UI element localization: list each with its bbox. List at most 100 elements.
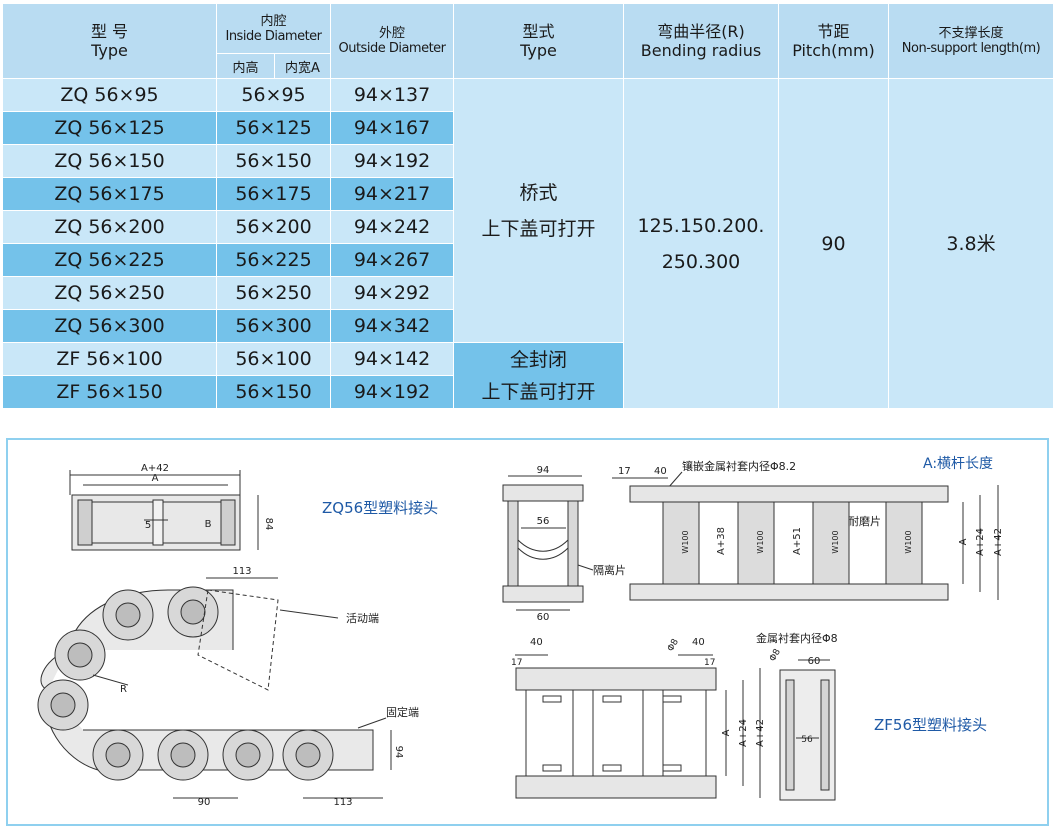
cell-outer: 94×217 [330, 177, 454, 211]
dim-a24-right: A+24 [975, 528, 986, 556]
cell-type: ZQ 56×175 [2, 177, 217, 211]
cell-outer: 94×137 [330, 78, 454, 112]
bushing-note: 金属衬套内径Φ8 [756, 631, 838, 645]
dim-40: 40 [654, 466, 667, 477]
dim-a-zf: A [721, 729, 732, 736]
dim-60-zq: 60 [537, 612, 550, 623]
zf-end-view: 金属衬套内径Φ8 60 Φ8 56 [756, 631, 838, 801]
cell-outer: 94×267 [330, 243, 454, 277]
dim-84: 84 [263, 518, 274, 531]
table-row: ZQ 56×150 56×150 94×192 [2, 144, 1054, 178]
dim-94: 94 [537, 465, 550, 476]
cell-inner: 56×175 [216, 177, 331, 211]
dim-a-right: A [958, 538, 969, 545]
cell-outer: 94×142 [330, 342, 454, 376]
dim-56-zf: 56 [801, 735, 813, 745]
insert-note: 镶嵌金属衬套内径Φ8.2 [682, 459, 796, 473]
cell-inner: 56×95 [216, 78, 331, 112]
dim-17-zf: 17 [511, 658, 522, 668]
header-inner-height: 内高 [216, 53, 275, 79]
dim-a42: A+42 [141, 463, 169, 474]
cell-inner: 56×225 [216, 243, 331, 277]
table-row: ZQ 56×250 56×250 94×292 [2, 276, 1054, 310]
cell-inner: 56×150 [216, 144, 331, 178]
dim-b: B [205, 519, 212, 530]
cell-bending-radius: 125.150.200.250.300 [623, 78, 779, 409]
wear-pad-label: 耐磨片 [848, 515, 881, 528]
table-row: ZF 56×100 56×100 94×142 全封闭上下盖可打开 [2, 342, 1054, 409]
table-row: ZQ 56×125 56×125 94×167 [2, 111, 1054, 145]
zf-plan-view: 40 17 40 17 Φ8 A A+24 A+42 [511, 637, 766, 799]
zq-top-view: A+42 A 5 B 84 [69, 463, 274, 551]
cell-inner: 56×100 [216, 342, 331, 376]
cell-type: ZF 56×100 [2, 342, 217, 376]
cell-type: ZQ 56×95 [2, 78, 217, 112]
legend-a: A:横杆长度 [923, 456, 993, 472]
cell-inner: 56×250 [216, 276, 331, 310]
dim-phi8-end: Φ8 [768, 647, 783, 663]
cell-form-closed: 全封闭上下盖可打开 [453, 342, 624, 409]
w100-label: W100 [681, 530, 690, 553]
technical-drawing-panel: A+42 A 5 B 84 ZQ56型塑料接头 113 [6, 438, 1049, 826]
chain-side-view: 113 活动端 R 固定端 94 90 113 [37, 566, 419, 808]
dim-a38: A+38 [716, 527, 727, 555]
cell-outer: 94×242 [330, 210, 454, 244]
dim-94-vertical: 94 [393, 746, 404, 759]
cell-type: ZQ 56×225 [2, 243, 217, 277]
w100-label: W100 [831, 530, 840, 553]
cell-support-length: 3.8米 [888, 78, 1054, 409]
fixed-end-label: 固定端 [386, 705, 419, 719]
dim-90: 90 [198, 797, 211, 808]
header-bend: 弯曲半径(R)Bending radius [623, 3, 779, 79]
zq-plan-view: 17 40 镶嵌金属衬套内径Φ8.2 W100 W100 W100 W100 A… [612, 459, 1004, 601]
cell-type: ZF 56×150 [2, 375, 217, 409]
cell-form-bridge: 桥式上下盖可打开 [453, 78, 624, 343]
radius-label: R [120, 684, 127, 695]
dim-113-top: 113 [232, 566, 251, 577]
cell-outer: 94×167 [330, 111, 454, 145]
cell-type: ZQ 56×250 [2, 276, 217, 310]
zq-end-view: 94 56 60 隔离片 [502, 465, 626, 623]
cell-type: ZQ 56×125 [2, 111, 217, 145]
cell-inner: 56×300 [216, 309, 331, 343]
dim-40-zf: 40 [530, 637, 543, 648]
cell-inner: 56×150 [216, 375, 331, 409]
movable-end-label: 活动端 [346, 612, 379, 625]
technical-drawing: A+42 A 5 B 84 ZQ56型塑料接头 113 [37, 456, 1004, 808]
spacer-label: 隔离片 [593, 563, 626, 577]
cell-pitch: 90 [778, 78, 889, 409]
cell-outer: 94×192 [330, 144, 454, 178]
dim-a42-right: A+42 [993, 528, 1004, 556]
table-row: ZQ 56×225 56×225 94×267 [2, 243, 1054, 277]
cell-type: ZQ 56×150 [2, 144, 217, 178]
cell-outer: 94×192 [330, 375, 454, 409]
cell-type: ZQ 56×200 [2, 210, 217, 244]
dim-60-zf: 60 [808, 656, 821, 667]
table-row: ZQ 56×175 56×175 94×217 [2, 177, 1054, 211]
cell-inner: 56×125 [216, 111, 331, 145]
cell-inner: 56×200 [216, 210, 331, 244]
table-row: ZF 56×150 56×150 94×192 [2, 375, 1054, 409]
dim-56-zq: 56 [537, 516, 550, 527]
w100-label: W100 [904, 530, 913, 553]
cell-outer: 94×342 [330, 309, 454, 343]
dim-a: A [152, 473, 159, 484]
dim-a24-zf: A+24 [738, 719, 749, 747]
dim-113-bottom: 113 [333, 797, 352, 808]
table-row: ZQ 56×300 56×300 94×342 [2, 309, 1054, 343]
dim-17: 17 [618, 466, 631, 477]
cell-outer: 94×292 [330, 276, 454, 310]
dim-a42-zf: A+42 [755, 719, 766, 747]
dim-phi8-zf: Φ8 [666, 637, 681, 653]
dim-17-zf-right: 17 [704, 658, 715, 668]
cell-type: ZQ 56×300 [2, 309, 217, 343]
table-row: ZQ 56×95 56×95 94×137 桥式上下盖可打开 125.150.2… [2, 78, 1054, 409]
